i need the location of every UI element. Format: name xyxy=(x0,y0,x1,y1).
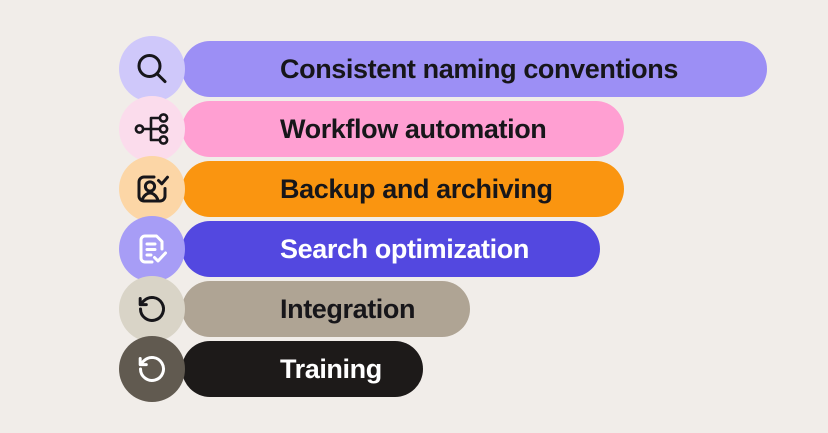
document-check-icon xyxy=(132,229,172,269)
item-pill[interactable]: Integration xyxy=(182,281,470,337)
item-pill[interactable]: Training xyxy=(182,341,423,397)
item-label: Search optimization xyxy=(280,233,529,264)
item-pill[interactable]: Consistent naming conventions xyxy=(182,41,767,97)
item-icon-badge[interactable] xyxy=(119,276,185,342)
item-label: Training xyxy=(280,353,382,384)
contact-card-check-icon xyxy=(132,169,172,209)
restore-counterclockwise-icon xyxy=(132,289,172,329)
item-pill[interactable]: Backup and archiving xyxy=(182,161,624,217)
search-icon xyxy=(132,49,172,89)
item-pill[interactable]: Workflow automation xyxy=(182,101,624,157)
item-label: Consistent naming conventions xyxy=(280,53,678,84)
item-label: Workflow automation xyxy=(280,113,547,144)
workflow-branch-icon xyxy=(132,109,172,149)
item-icon-badge[interactable] xyxy=(119,36,185,102)
item-label: Integration xyxy=(280,293,416,324)
item-label: Backup and archiving xyxy=(280,173,553,204)
item-pill[interactable]: Search optimization xyxy=(182,221,600,277)
item-icon-badge[interactable] xyxy=(119,156,185,222)
item-icon-badge[interactable] xyxy=(119,96,185,162)
restore-counterclockwise-icon xyxy=(132,349,172,389)
item-icon-badge[interactable] xyxy=(119,336,185,402)
item-icon-badge[interactable] xyxy=(119,216,185,282)
